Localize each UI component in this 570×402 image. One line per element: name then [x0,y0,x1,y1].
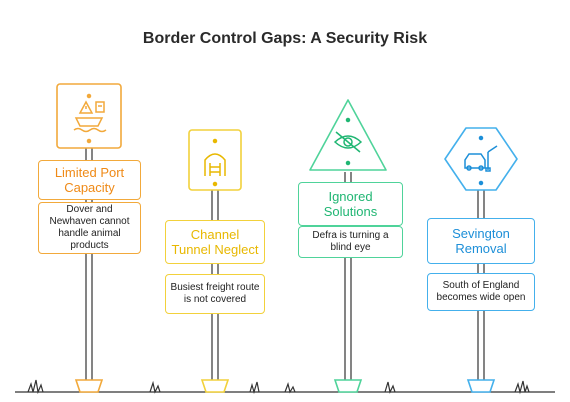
sign-heading-2: Channel Tunnel Neglect [165,220,265,264]
crossed-eye-icon [333,117,363,166]
diagram-title: Border Control Gaps: A Security Risk [142,30,428,47]
port-warning-icon [73,93,107,144]
sign-description-4: South of England becomes wide open [427,273,535,311]
ground [15,379,555,395]
sign-base-4 [466,379,496,393]
sign-base-2 [200,379,230,393]
sign-base-1 [74,379,104,393]
sign-description-3: Defra is turning a blind eye [298,226,403,258]
sign-heading-4: Sevington Removal [427,218,535,264]
sign-description-1: Dover and Newhaven cannot handle animal … [38,202,141,254]
sign-plate-1 [56,83,122,149]
sign-plate-3 [309,99,387,171]
sign-description-2: Busiest freight route is not covered [165,274,265,314]
sign-plate-2 [188,129,242,191]
sign-heading-3: Ignored Solutions [298,182,403,226]
tunnel-icon [204,138,226,187]
signpost-1 [56,83,122,393]
sign-base-3 [333,379,363,393]
sign-plate-4 [444,127,518,191]
sign-heading-1: Limited Port Capacity [38,160,141,200]
car-barrier-icon [464,135,498,186]
